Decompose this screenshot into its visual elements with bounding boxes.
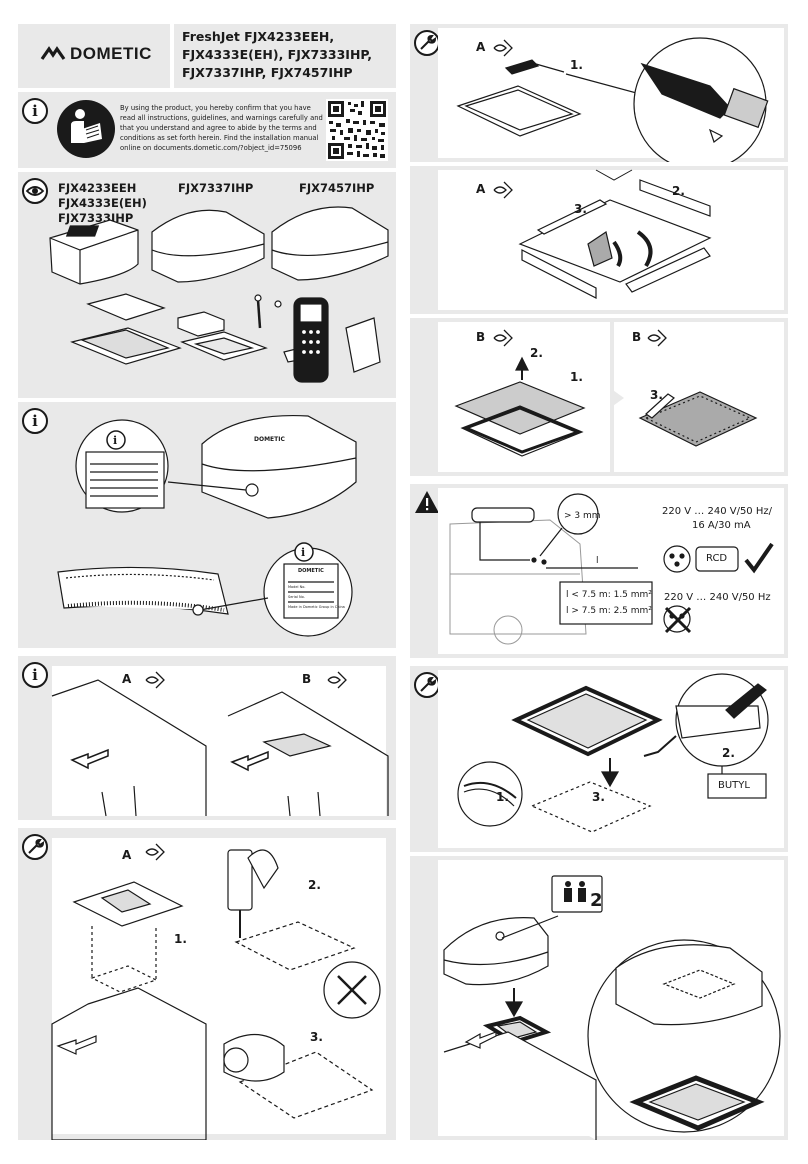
butyl-label: BUTYL <box>718 780 750 791</box>
mounting-panel: 2 <box>410 856 788 1140</box>
sealing-step-1: 1. <box>496 790 509 804</box>
info-icon: i <box>22 98 48 124</box>
cutout-panel: A 1. 2. 3. <box>18 828 396 1140</box>
variant-b-panel: B B 1. 2. 3. <box>410 318 788 476</box>
supply-ok-line-1: 220 V … 240 V/50 Hz/ <box>662 506 772 517</box>
persons-count: 2 <box>590 890 603 911</box>
variant-b-illustration <box>454 329 758 457</box>
variant-panel: i A B <box>18 656 396 820</box>
sealing-panel: 1. 2. 3. BUTYL <box>410 666 788 852</box>
model-group2-name: FJX7337IHP <box>178 181 254 195</box>
gap-label: > 3 mm <box>564 511 601 521</box>
variant-b-step-2: 2. <box>530 346 543 360</box>
rating-plate-serial-no: Serial No. <box>288 595 305 599</box>
frame-prep-a-label: A <box>476 182 486 196</box>
read-manual-icon <box>57 100 115 158</box>
remove-hatch-panel: A 1. <box>410 24 788 162</box>
variant-b-step-1: 1. <box>570 370 583 384</box>
model-group3-name: FJX7457IHP <box>299 181 375 195</box>
sealing-step-2: 2. <box>722 746 735 760</box>
variant-b-label: B <box>302 672 312 686</box>
model-group1-line-2: FJX4333E(EH) <box>58 196 147 210</box>
length-variable: l <box>596 556 599 566</box>
models-illustration <box>49 206 389 383</box>
notice-text: By using the product, you hereby confirm… <box>120 104 323 152</box>
eye-icon <box>22 178 48 204</box>
header-title-panel: FreshJet FJX4233EEH, FJX4333E(EH), FJX73… <box>174 24 396 88</box>
product-title-line-2: FJX4333E(EH), FJX7333IHP, <box>182 47 373 62</box>
frame-prep-illustration <box>493 169 712 299</box>
cutout-a-label: A <box>122 848 132 862</box>
variant-b-right-label: B <box>632 330 642 344</box>
cutout-illustration <box>51 843 381 1140</box>
label-location-illustration: ii <box>57 414 357 637</box>
header-logo-panel: DOMETIC <box>18 24 170 88</box>
rcd-label: RCD <box>706 553 728 564</box>
variant-illustration <box>51 671 389 817</box>
brand-name: DOMETIC <box>70 44 152 63</box>
model-group1-line-1: FJX4233EEH <box>58 181 137 195</box>
variant-b-step-3: 3. <box>650 388 663 402</box>
electrical-illustration <box>449 493 774 645</box>
warning-icon <box>415 491 439 513</box>
rating-plate-model-no: Model No. <box>288 585 306 589</box>
models-panel: FJX4233EEH FJX4333E(EH) FJX7333IHP FJX73… <box>18 172 396 398</box>
product-title-line-1: FreshJet FJX4233EEH, <box>182 29 335 44</box>
frame-prep-panel: A 2. 3. <box>410 166 788 314</box>
svg-text:i: i <box>301 546 305 559</box>
cutout-step-1: 1. <box>174 932 187 946</box>
variant-b-left-label: B <box>476 330 486 344</box>
rating-plate-made-in: Made in Dometic Group in China <box>288 605 345 609</box>
frame-prep-canvas <box>438 170 784 310</box>
dometic-logo-mark <box>40 46 66 60</box>
variant-canvas <box>52 666 386 816</box>
cutout-step-3: 3. <box>310 1030 323 1044</box>
remove-hatch-illustration <box>456 37 769 162</box>
frame-prep-step-2: 2. <box>672 184 685 198</box>
frame-prep-step-3: 3. <box>574 202 587 216</box>
remove-hatch-step-1: 1. <box>570 58 583 72</box>
info-icon: i <box>22 662 48 688</box>
rating-plate-brand: DOMETIC <box>298 568 324 574</box>
supply-bad-label: 220 V … 240 V/50 Hz <box>664 592 771 603</box>
variant-a-label: A <box>122 672 132 686</box>
cutout-step-2: 2. <box>308 878 321 892</box>
wrench-icon <box>22 834 48 860</box>
dometic-logo: DOMETIC <box>40 44 152 64</box>
notice-panel: i By using the product, you hereby confi… <box>18 92 396 168</box>
product-title-line-3: FJX7337IHP, FJX7457IHP <box>182 65 353 80</box>
sealing-step-3: 3. <box>592 790 605 804</box>
electrical-panel: > 3 mm 220 V … 240 V/50 Hz/ 16 A/30 mA R… <box>410 484 788 658</box>
cable-spec-2: l > 7.5 m: 2.5 mm² <box>566 606 652 616</box>
unit-brand-label: DOMETIC <box>254 436 285 443</box>
cable-spec-1: l < 7.5 m: 1.5 mm² <box>566 590 652 600</box>
sealing-illustration <box>457 673 769 833</box>
svg-text:i: i <box>113 434 117 447</box>
qr-code <box>326 99 388 161</box>
supply-ok-line-2: 16 A/30 mA <box>692 520 751 531</box>
info-icon: i <box>22 408 48 434</box>
remove-hatch-a-label: A <box>476 40 486 54</box>
mounting-illustration <box>443 875 781 1140</box>
